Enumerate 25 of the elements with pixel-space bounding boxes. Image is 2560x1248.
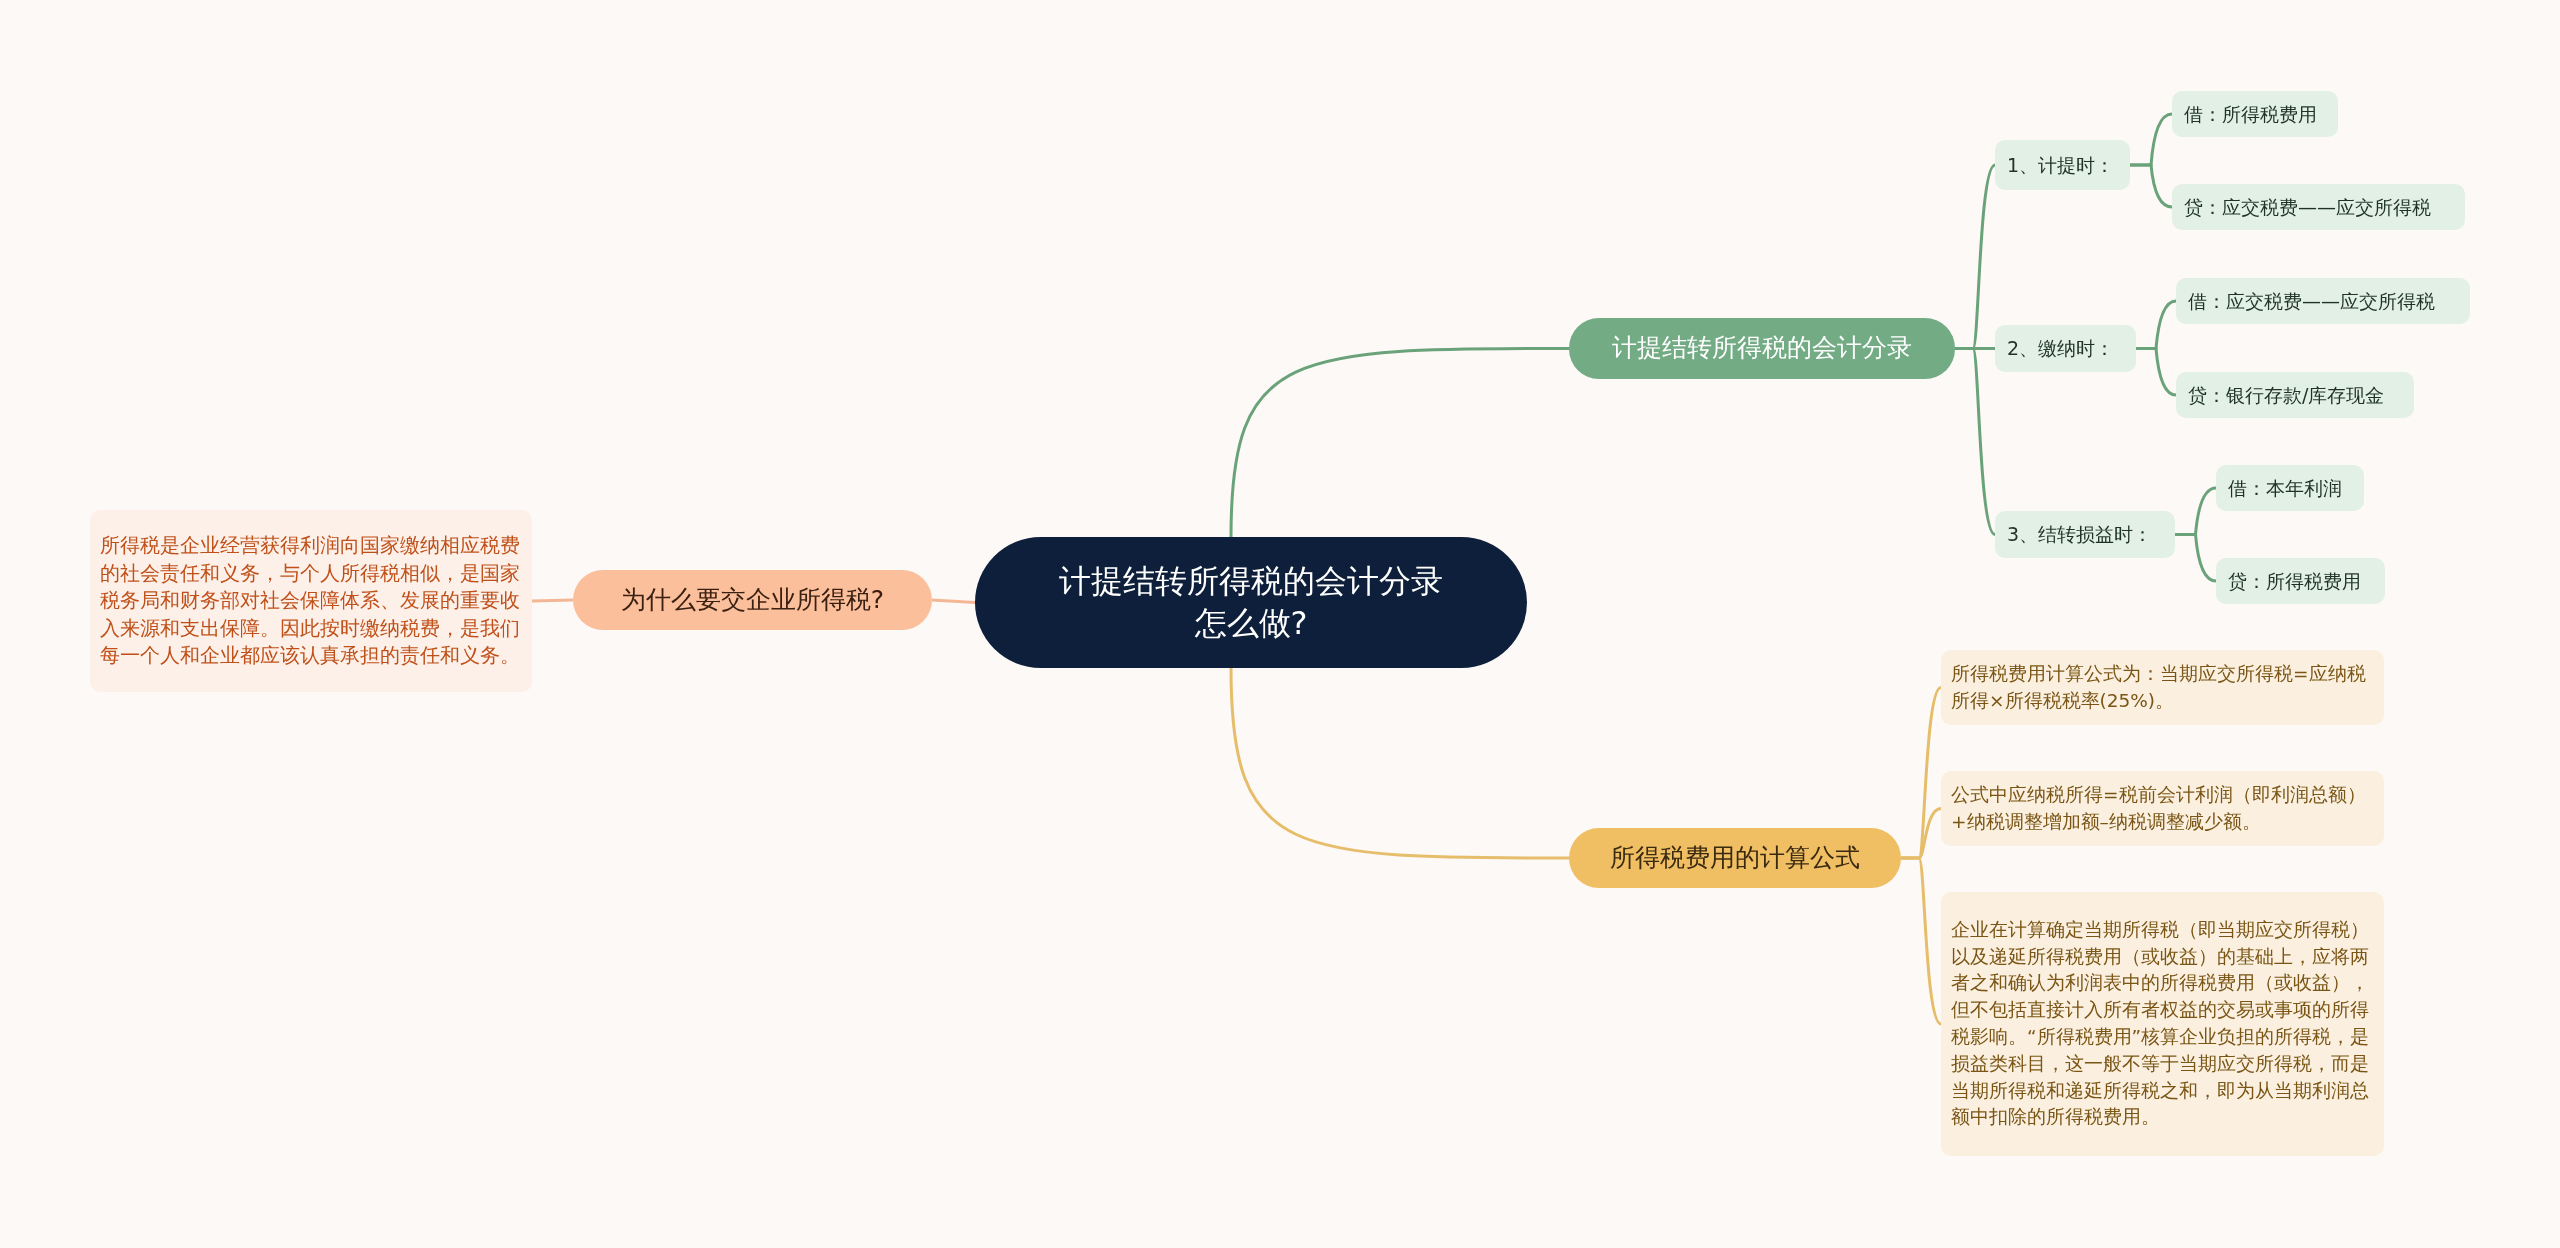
branch-topic: 为什么要交企业所得税?	[573, 570, 932, 630]
note-box: 所得税费用计算公式为：当期应交所得税=应纳税所得×所得税税率(25%)。	[1941, 650, 2384, 725]
connector-line	[1901, 856, 1942, 1026]
connector-line	[2130, 163, 2173, 209]
connector-line	[1229, 667, 1569, 860]
note-box: 所得税是企业经营获得利润向国家缴纳相应税费的社会责任和义务，与个人所得税相似，是国家税务局和财务部对社会保障体系、发展的重要收入来源和支出保障。因此按时缴纳税费，是我们每一个人和企业都应该认真承担的责任和义务。	[90, 510, 532, 692]
subtopic-box: 贷：所得税费用	[2216, 558, 2385, 604]
connector-line	[1229, 347, 1569, 538]
subtopic-box: 借：应交税费——应交所得税	[2176, 278, 2470, 324]
subtopic-box: 3、结转损益时：	[1995, 511, 2175, 558]
connector-line	[2175, 533, 2217, 583]
connector-line	[931, 598, 976, 604]
connector-line	[531, 598, 574, 603]
subtopic-box: 1、计提时：	[1995, 140, 2130, 190]
connector-line	[1955, 347, 1997, 536]
note-box: 公式中应纳税所得=税前会计利润（即利润总额）+纳税调整增加额–纳税调整减少额。	[1941, 771, 2384, 846]
note-box: 企业在计算确定当期所得税（即当期应交所得税）以及递延所得税费用（或收益）的基础上，应将两者之和确认为利润表中的所得税费用（或收益），但不包括直接计入所有者权益的交易或事项的所得税影响。“所得税费用”核算企业负担的所得税，是损益类科目，这一般不等于当期应交所得税，而是当期所得税和递延所得税之和，即为从当期利润总额中扣除的所得税费用。	[1941, 892, 2384, 1156]
subtopic-box: 2、缴纳时：	[1995, 325, 2136, 372]
subtopic-box: 借：本年利润	[2216, 465, 2364, 511]
subtopic-box: 贷：应交税费——应交所得税	[2172, 184, 2465, 230]
branch-topic: 所得税费用的计算公式	[1569, 828, 1901, 888]
central-topic: 计提结转所得税的会计分录怎么做?	[975, 537, 1527, 668]
subtopic-box: 贷：银行存款/库存现金	[2176, 372, 2414, 418]
subtopic-box: 借：所得税费用	[2172, 91, 2338, 137]
branch-topic: 计提结转所得税的会计分录	[1569, 318, 1955, 379]
